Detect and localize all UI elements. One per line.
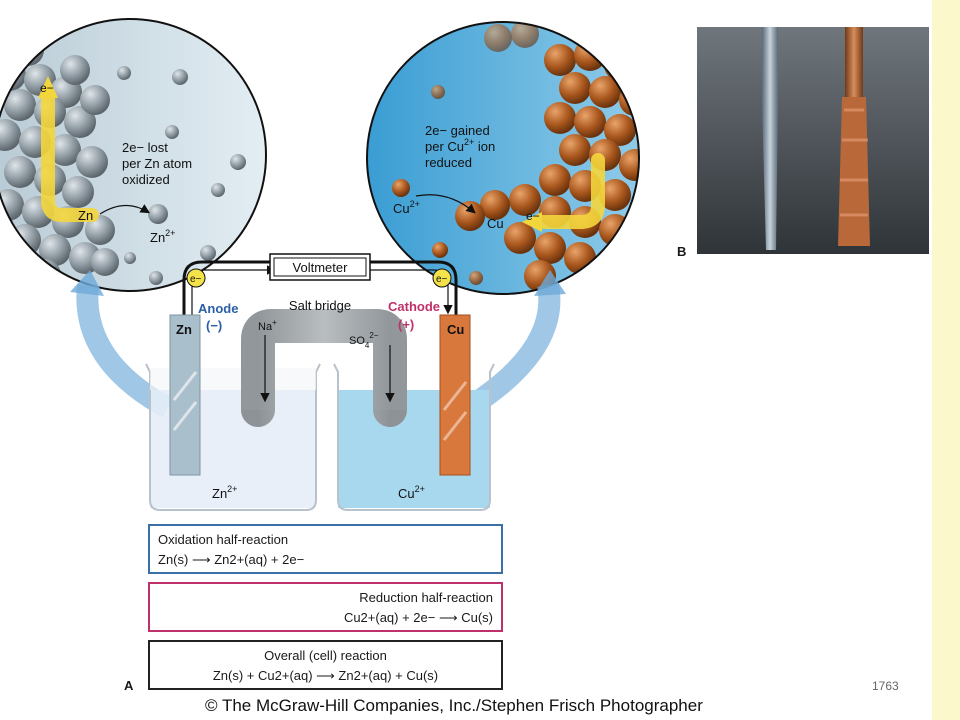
cu-gained-note-line3: reduced	[425, 155, 472, 170]
zn-atom-label: Zn	[78, 208, 93, 223]
overall-title: Overall (cell) reaction	[264, 648, 387, 663]
salt-bridge-label: Salt bridge	[289, 298, 351, 313]
accent-strip	[932, 0, 960, 720]
oxidation-equation: Zn(s) ⟶ Zn2+(aq) + 2e−	[158, 552, 305, 567]
right-electron-icon	[432, 268, 452, 288]
cu-gained-note-line2: per Cu2+ ion	[425, 137, 495, 154]
zn-lost-note-line1: 2e− lost	[122, 140, 168, 155]
copper-zoom-circle: e− 2e− gained per Cu2+ ion reduced Cu2+ …	[366, 21, 640, 295]
oxidation-title: Oxidation half-reaction	[158, 532, 289, 547]
cu-solution-label: Cu2+	[398, 484, 425, 501]
zinc-electrode-label: Zn	[176, 322, 192, 337]
anode-sign: (−)	[206, 318, 222, 333]
salt-bridge	[241, 309, 407, 427]
zn-ion-label: Zn2+	[150, 228, 175, 245]
panel-label-b: B	[677, 244, 687, 259]
right-electron-label: e−	[526, 209, 540, 223]
copper-atom-lattice	[392, 22, 639, 292]
copper-electrode-label: Cu	[447, 322, 464, 337]
overall-box: Overall (cell) reaction Zn(s) + Cu2+(aq)…	[148, 640, 503, 690]
photo-credit: © The McGraw-Hill Companies, Inc./Stephe…	[205, 696, 703, 715]
copper-electrode	[439, 314, 471, 476]
cu-gained-note-line1: 2e− gained	[425, 123, 490, 138]
wire-electron-right: e−	[436, 274, 448, 285]
zinc-electrode	[169, 314, 201, 476]
galvanic-cell-figure: e− 2e− lost per Zn atom oxidized Zn Zn2+	[0, 18, 929, 511]
zn-lost-note-line3: oxidized	[122, 172, 170, 187]
cathode-label: Cathode	[388, 299, 440, 314]
voltmeter-label: Voltmeter	[293, 260, 349, 275]
zn-solution-label: Zn2+	[212, 484, 237, 501]
oxidation-box: Oxidation half-reaction Zn(s) ⟶ Zn2+(aq)…	[148, 524, 503, 574]
na-ion-label: Na+	[258, 318, 277, 333]
zn-lost-note-line2: per Zn atom	[122, 156, 192, 171]
electrode-photograph	[697, 27, 929, 254]
cu-atom-label: Cu	[487, 216, 504, 231]
wire-electron-left: e−	[190, 274, 202, 285]
anode-label: Anode	[198, 301, 238, 316]
left-electron-icon	[186, 268, 206, 288]
reduction-title: Reduction half-reaction	[359, 590, 493, 605]
cathode-sign: (+)	[398, 317, 414, 332]
left-electron-label: e−	[40, 81, 54, 95]
zinc-zoom-circle: e− 2e− lost per Zn atom oxidized Zn Zn2+	[0, 18, 267, 292]
overall-equation: Zn(s) + Cu2+(aq) ⟶ Zn2+(aq) + Cu(s)	[212, 668, 439, 683]
page-number: 1763	[872, 679, 899, 693]
cu-ion-label: Cu2+	[393, 199, 420, 216]
panel-label-a: A	[124, 678, 134, 693]
reduction-equation: Cu2+(aq) + 2e− ⟶ Cu(s)	[343, 610, 493, 625]
reduction-box: Reduction half-reaction Cu2+(aq) + 2e− ⟶…	[148, 582, 503, 632]
so4-ion-label: SO42−	[349, 331, 379, 350]
